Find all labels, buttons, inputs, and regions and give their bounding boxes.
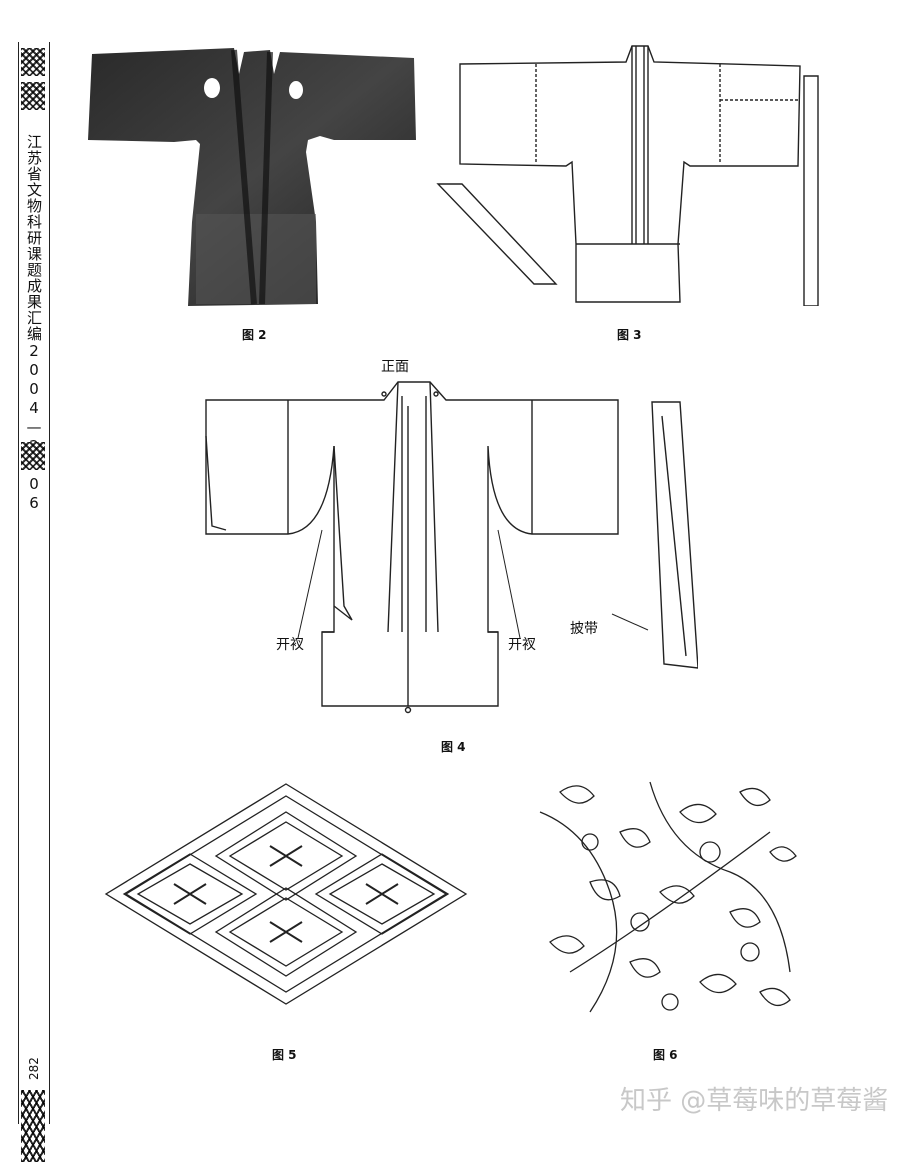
fig4-caption: 图 4 [441, 740, 466, 754]
fig5-lozenge-pattern [94, 774, 478, 1014]
spine-ornament-bottom [21, 1090, 45, 1162]
page-number: 282 [27, 1057, 41, 1081]
watermark: 知乎 @草莓味的草莓酱 [620, 1086, 889, 1116]
fig4-label-sash: 披带 [570, 621, 598, 637]
spine-ornament-top [21, 48, 45, 76]
fig3-caption: 图 3 [617, 328, 642, 342]
fig2-caption: 图 2 [242, 328, 267, 342]
book-spine: 江苏省文物科研课题成果汇编2004—2006 282 [18, 42, 50, 1162]
fig3-robe-line-drawing [436, 45, 819, 306]
fig6-caption: 图 6 [653, 1048, 678, 1062]
fig2-robe-photo [88, 48, 416, 306]
spine-ornament-top-2 [21, 82, 45, 110]
fig5-caption: 图 5 [272, 1048, 297, 1062]
fig6-floral-pattern [539, 781, 797, 1013]
fig4-label-slit-right: 开衩 [508, 637, 536, 653]
fig4-label-front: 正面 [381, 359, 409, 375]
fig4-robe-diagram [205, 381, 698, 714]
spine-ornament-middle [21, 442, 45, 470]
fig4-label-slit-left: 开衩 [276, 637, 304, 653]
spine-title: 江苏省文物科研课题成果汇编2004—2006 [25, 134, 43, 513]
